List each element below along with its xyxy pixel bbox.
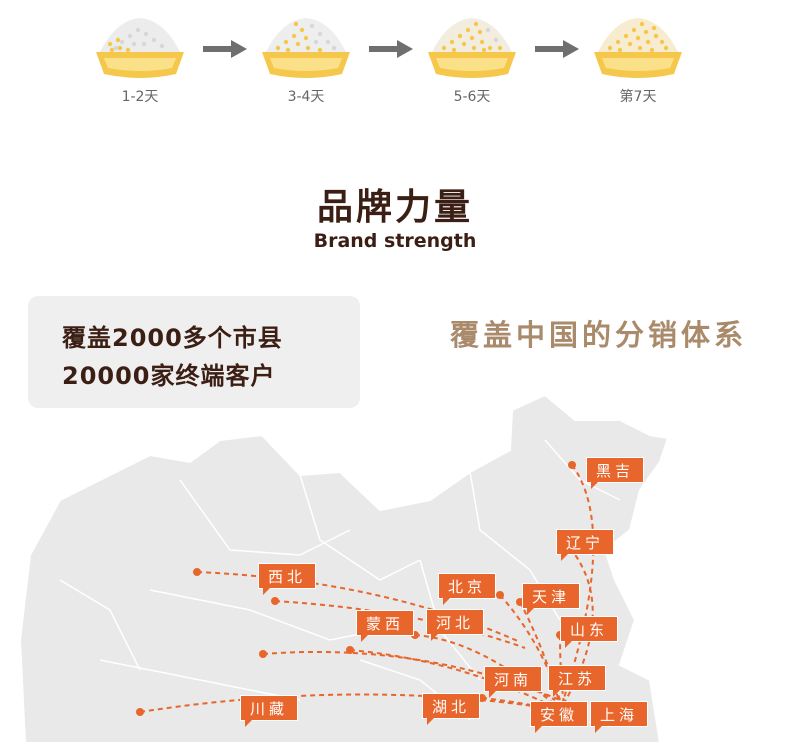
region-tag: 蒙西 (356, 610, 415, 642)
right-arrow-icon (203, 40, 247, 58)
step-label: 1-2天 (121, 89, 159, 105)
region-tag: 安徽 (530, 701, 589, 733)
coverage-line-2: 20000家终端客户 (62, 362, 276, 390)
coverage-box (28, 296, 360, 408)
region-tag: 江苏 (548, 665, 607, 697)
bowl-day-1-2-graphic (96, 18, 184, 78)
brand-subtitle: Brand strength (313, 230, 477, 252)
region-tag: 川藏 (240, 695, 299, 727)
step-label: 3-4天 (287, 89, 325, 105)
step-label: 第7天 (619, 89, 657, 105)
distribution-title: 覆盖中国的分销体系 (450, 318, 748, 352)
region-tag: 天津 (522, 583, 581, 615)
region-tag: 山东 (560, 616, 619, 648)
bowl-day-7-graphic (594, 18, 682, 78)
food-bowl-icon (92, 12, 188, 80)
right-arrow-icon (369, 40, 413, 58)
region-tag: 北京 (438, 573, 497, 605)
region-tag: 河北 (426, 609, 485, 641)
region-tag: 辽宁 (556, 529, 615, 561)
region-tag: 湖北 (422, 693, 481, 725)
region-tag: 河南 (484, 666, 543, 698)
food-bowl-icon (424, 12, 520, 80)
bowl-day-5-6-graphic (428, 18, 516, 78)
china-distribution-map (0, 380, 790, 743)
region-tag: 西北 (258, 563, 317, 595)
right-arrow-icon (535, 40, 579, 58)
coverage-line-1: 覆盖2000多个市县 (62, 324, 283, 352)
step-label: 5-6天 (453, 89, 491, 105)
food-bowl-icon (258, 12, 354, 80)
food-bowl-icon (590, 12, 686, 80)
bowl-day-3-4-graphic (262, 18, 350, 78)
region-tag: 上海 (590, 701, 649, 733)
region-tag: 黑吉 (586, 457, 645, 489)
china-map-shape (18, 393, 670, 743)
brand-title: 品牌力量 (316, 187, 473, 228)
